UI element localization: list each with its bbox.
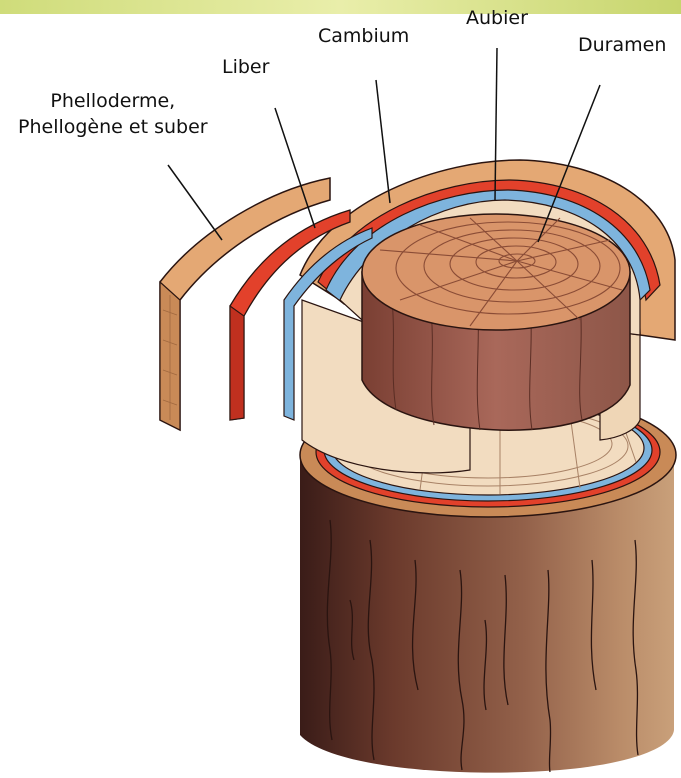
leader-cambium [376,80,390,203]
top-band [0,0,681,14]
label-liber: Liber [222,55,269,79]
label-phelloderme: Phelloderme, Phellogène et suber [18,88,208,140]
leader-phelloderme [168,165,222,240]
label-cambium: Cambium [318,24,409,48]
heartwood-top [362,214,630,330]
label-phelloderme-line2: Phellogène et suber [18,114,208,140]
label-duramen: Duramen [578,33,666,57]
label-phelloderme-line1: Phelloderme, [18,88,208,114]
label-aubier: Aubier [466,6,528,30]
peeled-liber-face [230,306,244,420]
